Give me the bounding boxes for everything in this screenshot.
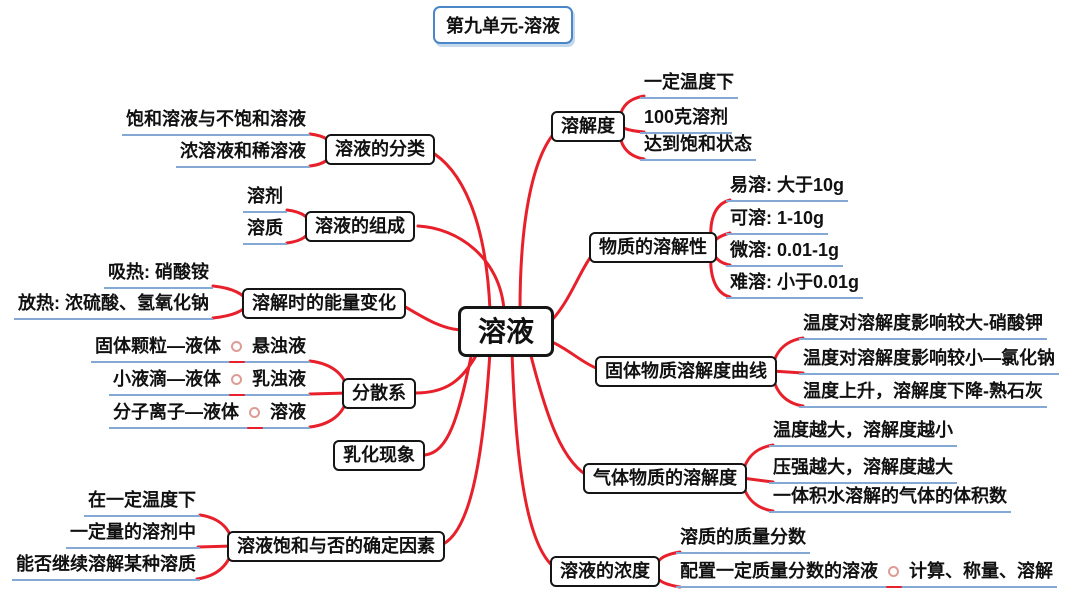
leaf-node[interactable]: 放热: 浓硫酸、氢氧化钠	[14, 293, 213, 320]
leaf-node[interactable]: 溶质的质量分数	[676, 527, 810, 554]
leaf-node[interactable]: 100克溶剂	[640, 107, 733, 134]
connector-dash	[228, 360, 245, 364]
circle-marker-icon	[231, 374, 242, 386]
leaf-node[interactable]: 分子离子—液体 溶液	[109, 402, 310, 430]
center-node-solution[interactable]: 溶液	[458, 306, 555, 357]
leaf-node[interactable]: 达到饱和状态	[640, 134, 756, 161]
branch-solution-composition[interactable]: 溶液的组成	[305, 211, 415, 242]
branch-substance-solubility[interactable]: 物质的溶解性	[589, 232, 717, 263]
leaf-label: 乳浊液	[252, 369, 306, 389]
branch-dispersion-system[interactable]: 分散系	[342, 378, 416, 409]
leaf-node[interactable]: 易溶: 大于10g	[726, 175, 849, 202]
leaf-node[interactable]: 浓溶液和稀溶液	[176, 141, 310, 168]
leaf-node[interactable]: 配置一定质量分数的溶液 计算、称量、溶解	[676, 561, 1057, 589]
leaf-node[interactable]: 在一定温度下	[84, 490, 200, 517]
leaf-node[interactable]: 小液滴—液体 乳浊液	[109, 369, 310, 397]
leaf-node[interactable]: 溶质	[243, 218, 287, 245]
sub-branch-marker	[228, 336, 245, 364]
leaf-node[interactable]: 饱和溶液与不饱和溶液	[122, 109, 310, 136]
branch-saturation-factors[interactable]: 溶液饱和与否的确定因素	[227, 531, 445, 562]
leaf-label: 固体颗粒—液体	[95, 336, 221, 356]
leaf-node[interactable]: 一定量的溶剂中	[66, 522, 200, 549]
branch-solution-concentration[interactable]: 溶液的浓度	[550, 556, 660, 587]
sub-branch-marker	[885, 561, 902, 589]
branch-solution-classification[interactable]: 溶液的分类	[325, 134, 435, 165]
branch-solid-solubility-curve[interactable]: 固体物质溶解度曲线	[595, 356, 777, 387]
leaf-node[interactable]: 固体颗粒—液体 悬浊液	[91, 336, 310, 364]
sub-branch-marker	[246, 402, 263, 430]
leaf-label: 溶液	[270, 402, 306, 422]
leaf-label: 配置一定质量分数的溶液	[680, 561, 878, 581]
map-title: 第九单元-溶液	[433, 6, 573, 44]
leaf-node[interactable]: 微溶: 0.01-1g	[726, 240, 844, 267]
branch-solubility[interactable]: 溶解度	[551, 111, 625, 142]
leaf-node[interactable]: 一体积水溶解的气体的体积数	[769, 486, 1011, 513]
circle-marker-icon	[231, 341, 242, 353]
circle-marker-icon	[888, 566, 899, 578]
leaf-node[interactable]: 温度越大，溶解度越小	[769, 420, 957, 447]
leaf-node[interactable]: 压强越大，溶解度越大	[769, 457, 957, 484]
branch-gas-solubility[interactable]: 气体物质的溶解度	[583, 463, 747, 494]
branch-emulsification[interactable]: 乳化现象	[333, 440, 425, 471]
leaf-label: 分子离子—液体	[113, 402, 239, 422]
leaf-node[interactable]: 温度上升，溶解度下降-熟石灰	[799, 381, 1047, 408]
leaf-label: 计算、称量、溶解	[909, 561, 1053, 581]
leaf-node[interactable]: 难溶: 小于0.01g	[726, 272, 864, 299]
leaf-node[interactable]: 温度对溶解度影响较小—氯化钠	[799, 348, 1059, 375]
branch-energy-change[interactable]: 溶解时的能量变化	[242, 288, 406, 319]
connector-dash	[246, 426, 263, 430]
leaf-label: 小液滴—液体	[113, 369, 221, 389]
leaf-label: 悬浊液	[252, 336, 306, 356]
leaf-node[interactable]: 一定温度下	[640, 72, 738, 99]
leaf-node[interactable]: 能否继续溶解某种溶质	[12, 554, 200, 581]
connector-dash	[228, 393, 245, 397]
leaf-node[interactable]: 吸热: 硝酸铵	[104, 262, 213, 289]
leaf-node[interactable]: 可溶: 1-10g	[726, 208, 829, 235]
sub-branch-marker	[228, 369, 245, 397]
connector-dash	[885, 585, 902, 589]
leaf-node[interactable]: 溶剂	[243, 186, 287, 213]
leaf-node[interactable]: 温度对溶解度影响较大-硝酸钾	[799, 313, 1047, 340]
circle-marker-icon	[249, 407, 260, 419]
